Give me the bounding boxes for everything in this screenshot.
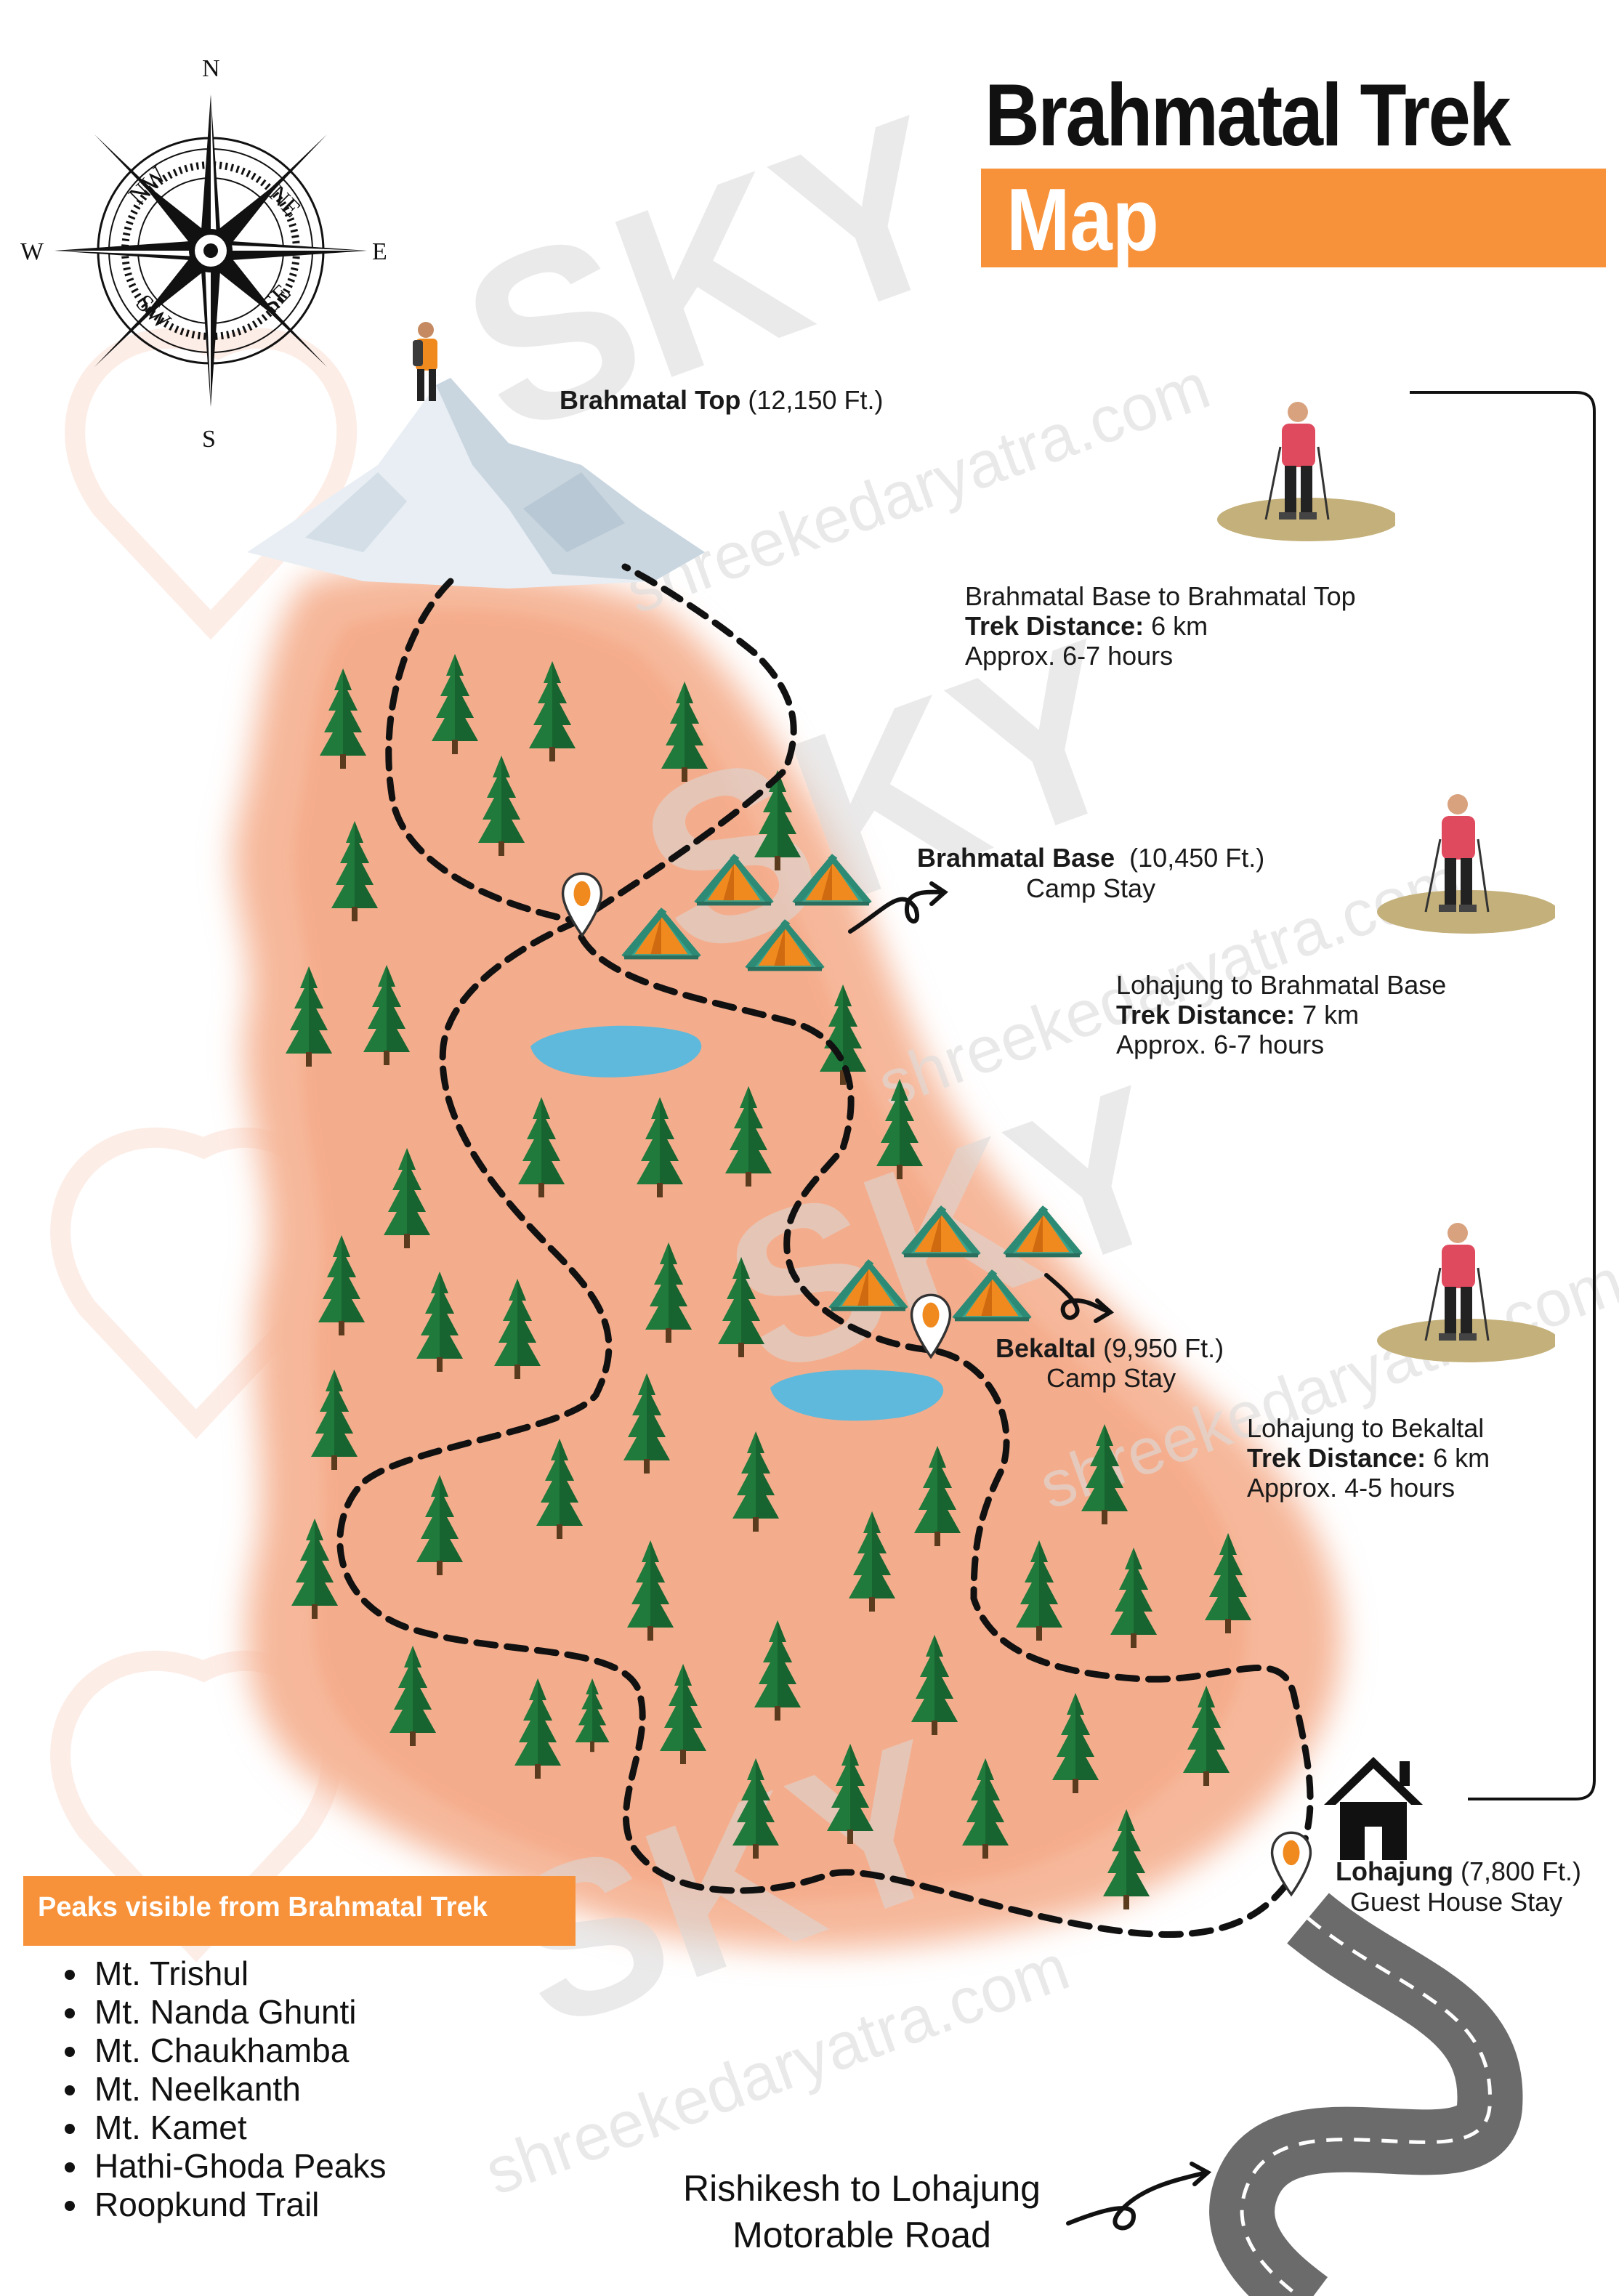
arrow-icon: [1066, 2162, 1212, 2231]
title-band: [981, 169, 1606, 267]
stop-base-label: Brahmatal Base (10,450 Ft.): [917, 843, 1264, 873]
stop-base-name: Brahmatal Base: [917, 843, 1115, 873]
segment-distance: Trek Distance: 6 km: [1247, 1443, 1490, 1473]
peaks-list: Mt. Trishul Mt. Nanda Ghunti Mt. Chaukha…: [58, 1955, 386, 2224]
snow-peak-icon: [247, 378, 705, 589]
segment-distance-label: Trek Distance:: [965, 611, 1144, 641]
peak-item: Mt. Nanda Ghunti: [90, 1993, 386, 2032]
peak-item: Mt. Kamet: [90, 2109, 386, 2147]
road-icon: [1209, 1893, 1523, 2296]
stop-bekaltal-stay: Camp Stay: [1046, 1363, 1176, 1393]
segment-info: Lohajung to Brahmatal Base Trek Distance…: [1116, 970, 1446, 1059]
compass-ne: NE: [263, 180, 305, 222]
trekker-icon: [1216, 400, 1395, 541]
segment-time: Approx. 4-5 hours: [1247, 1473, 1456, 1503]
stop-bekaltal-name: Bekaltal: [996, 1333, 1097, 1363]
lake-icon: [530, 1025, 944, 1421]
segment-time: Approx. 6-7 hours: [1116, 1030, 1325, 1059]
segment-route: Brahmatal Base to Brahmatal Top: [965, 581, 1356, 611]
peak-item: Hathi-Ghoda Peaks: [90, 2147, 386, 2186]
compass-icon: N S E W NW NE SW SE: [20, 55, 387, 453]
stop-top-name: Brahmatal Top: [560, 385, 741, 415]
compass-w: W: [20, 238, 44, 265]
segment-route: Lohajung to Bekaltal: [1247, 1413, 1485, 1443]
segment-info: Lohajung to Bekaltal Trek Distance: 6 km…: [1247, 1413, 1490, 1503]
segment-distance-label: Trek Distance:: [1116, 1000, 1296, 1030]
segment-distance-label: Trek Distance:: [1247, 1443, 1426, 1473]
peak-item: Roopkund Trail: [90, 2186, 386, 2224]
compass-s: S: [202, 426, 216, 453]
peak-item: Mt. Neelkanth: [90, 2070, 386, 2109]
stop-bekaltal-alt: (9,950 Ft.): [1103, 1333, 1224, 1363]
stop-base-alt: (10,450 Ft.): [1129, 843, 1265, 873]
page-subtitle: Map: [1006, 170, 1159, 269]
route-bracket: [1410, 391, 1596, 1800]
road-label-line1: Rishikesh to Lohajung: [683, 2168, 1041, 2209]
segment-distance-value: 6 km: [1151, 611, 1208, 641]
terrain-area: [233, 565, 1341, 1949]
segment-info: Brahmatal Base to Brahmatal Top Trek Dis…: [965, 581, 1356, 671]
segment-time: Approx. 6-7 hours: [965, 641, 1174, 671]
page-title: Brahmatal Trek: [985, 65, 1511, 164]
arrow-icon: [848, 881, 948, 934]
arrow-icon: [1044, 1273, 1115, 1323]
segment-distance: Trek Distance: 7 km: [1116, 1000, 1446, 1030]
location-pin-icon: [1270, 1831, 1312, 1896]
stop-base-stay: Camp Stay: [1026, 873, 1156, 903]
stop-lohajung-alt: (7,800 Ft.): [1460, 1856, 1582, 1886]
road-label: Rishikesh to Lohajung Motorable Road: [683, 2165, 1041, 2258]
stop-bekaltal-label: Bekaltal (9,950 Ft.): [996, 1333, 1224, 1364]
road-label-line2: Motorable Road: [732, 2215, 991, 2255]
stop-top-label: Brahmatal Top (12,150 Ft.): [560, 385, 883, 416]
compass-n: N: [202, 55, 220, 82]
stop-lohajung-label: Lohajung (7,800 Ft.): [1336, 1856, 1581, 1887]
peaks-title-band: [23, 1876, 576, 1946]
peak-item: Mt. Chaukhamba: [90, 2032, 386, 2070]
compass-e: E: [372, 238, 387, 265]
hiker-icon: [413, 322, 437, 401]
svg-text:SKY: SKY: [432, 65, 987, 485]
segment-distance: Trek Distance: 6 km: [965, 611, 1356, 641]
stop-top-alt: (12,150 Ft.): [748, 385, 884, 415]
house-icon: [1324, 1757, 1423, 1860]
trek-route: [336, 563, 1314, 1938]
segment-distance-value: 7 km: [1302, 1000, 1360, 1030]
peaks-title: Peaks visible from Brahmatal Trek: [38, 1892, 488, 1923]
stop-lohajung-stay: Guest House Stay: [1350, 1887, 1563, 1917]
segment-route: Lohajung to Brahmatal Base: [1116, 970, 1447, 1000]
segment-distance-value: 6 km: [1433, 1443, 1490, 1473]
peak-item: Mt. Trishul: [90, 1955, 386, 1993]
stop-lohajung-name: Lohajung: [1336, 1856, 1453, 1886]
